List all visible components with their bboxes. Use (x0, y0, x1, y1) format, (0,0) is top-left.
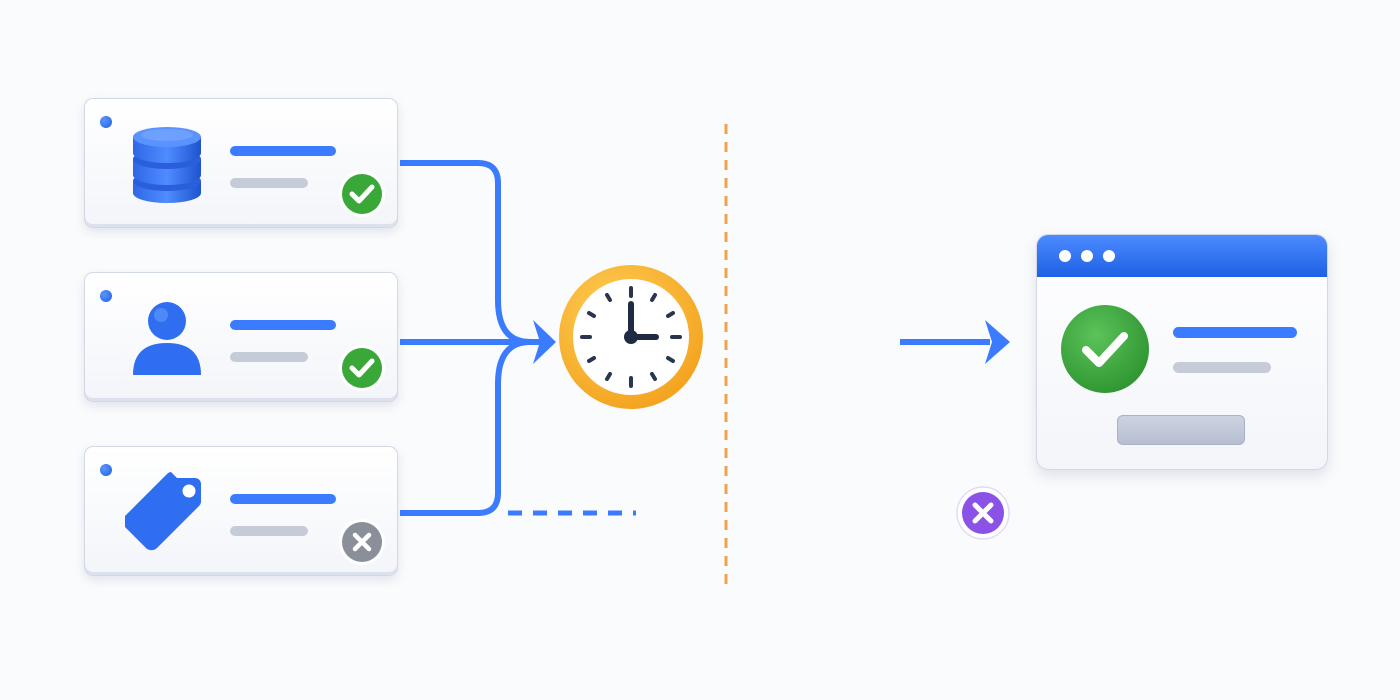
card-indicator-dot (100, 290, 112, 302)
check-circle-icon (339, 345, 385, 391)
source-card-user (84, 272, 398, 402)
window-control-dot (1103, 250, 1115, 262)
check-circle-icon (339, 171, 385, 217)
tag-icon (125, 472, 201, 551)
clock-icon (559, 265, 703, 409)
check-circle-icon (1061, 305, 1149, 393)
connector-database (400, 160, 545, 345)
result-title-line (1173, 327, 1297, 338)
card-title-line (230, 146, 336, 156)
window-control-dot (1059, 250, 1071, 262)
card-indicator-dot (100, 116, 112, 128)
card-subtitle-line (230, 178, 308, 188)
result-window (1036, 234, 1328, 470)
window-titlebar (1037, 235, 1327, 277)
connector-tag (400, 339, 531, 516)
result-action-button[interactable] (1117, 415, 1245, 445)
result-subtitle-line (1173, 362, 1271, 373)
arrow-to-result-head (985, 320, 1010, 364)
close-circle-icon (339, 519, 385, 565)
card-title-line (230, 494, 336, 504)
card-subtitle-line (230, 526, 308, 536)
close-circle-icon (956, 486, 1010, 540)
arrow-into-clock (533, 320, 556, 364)
source-card-database (84, 98, 398, 228)
window-control-dot (1081, 250, 1093, 262)
user-icon (133, 302, 201, 375)
card-indicator-dot (100, 464, 112, 476)
database-icon (133, 127, 201, 203)
card-subtitle-line (230, 352, 308, 362)
source-card-tag (84, 446, 398, 576)
card-title-line (230, 320, 336, 330)
